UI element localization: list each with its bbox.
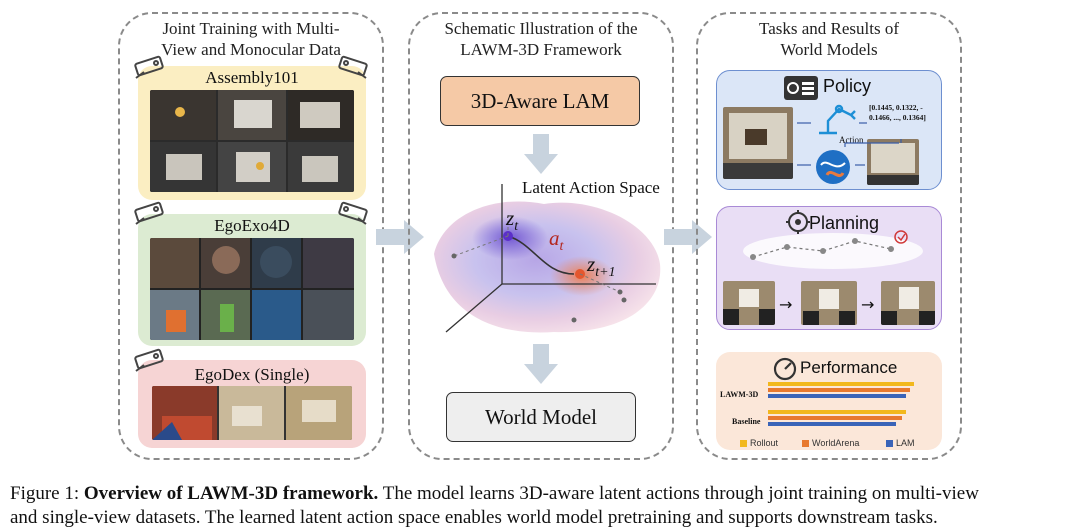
- middle-panel-title: Schematic Illustration of the LAWM-3D Fr…: [444, 19, 638, 59]
- planning-step-image: [881, 281, 935, 325]
- multi-view-camera-icon: [132, 198, 168, 233]
- policy-observation-image: [723, 107, 793, 179]
- left-panel-title: Joint Training with Multi- View and Mono…: [161, 19, 341, 59]
- action-label: Action: [839, 135, 864, 145]
- down-arrow-icon: [524, 134, 558, 179]
- bar-lawm-worldarena: [768, 388, 910, 392]
- legend-label: WorldArena: [812, 438, 860, 448]
- planning-icon: [785, 209, 811, 240]
- flow-arrow-right: [376, 220, 426, 259]
- action-vector-text: [0.1445, 0.1322, - 0.1466, ..., 0.1364]: [869, 103, 926, 122]
- planning-step-image: [801, 281, 857, 325]
- planning-step-image: [723, 281, 775, 325]
- bar-baseline-worldarena: [768, 416, 902, 420]
- world-brain-icon: [813, 147, 853, 192]
- dataset-label: EgoExo4D: [214, 216, 290, 235]
- bar-baseline-rollout: [768, 410, 906, 414]
- policy-next-frame-image: [867, 139, 919, 185]
- policy-icon: [783, 75, 819, 106]
- bar-lawm-lam: [768, 394, 906, 398]
- bar-baseline-lam: [768, 422, 896, 426]
- performance-bar-chart: [768, 382, 914, 426]
- policy-flow-arrows: [797, 122, 902, 166]
- assembly-image-grid: [150, 90, 354, 192]
- legend-label: LAM: [896, 438, 915, 448]
- perf-row-label: Baseline: [732, 417, 761, 426]
- arrow-right-icon: →: [861, 295, 875, 314]
- planning-title: Planning: [809, 213, 880, 233]
- bar-lawm-rollout: [768, 382, 914, 386]
- latent-space-label: Latent Action Space: [522, 178, 660, 197]
- robot-arm-icon: [813, 99, 857, 140]
- dataset-card-assembly101: Assembly101: [138, 66, 366, 200]
- single-view-camera-icon: [132, 345, 168, 380]
- down-arrow-icon: [524, 344, 558, 389]
- dataset-card-egoexo4d: EgoExo4D: [138, 214, 366, 346]
- planning-path-illustration: [741, 229, 925, 273]
- right-panel-title: Tasks and Results of World Models: [759, 19, 899, 59]
- z-t1-label: zt+1: [587, 252, 616, 281]
- dataset-label: EgoDex (Single): [194, 365, 310, 384]
- flow-arrow-right: [664, 220, 714, 259]
- multi-view-camera-icon: [132, 52, 168, 87]
- policy-card: Policy [0.1445, 0.1322, - 0.1466, ..., 0…: [716, 70, 942, 190]
- figure-caption-line2: and single-view datasets. The learned la…: [10, 507, 938, 528]
- a-t-label: at: [549, 226, 564, 255]
- world-model-box: World Model: [446, 392, 636, 442]
- lam-box: 3D-Aware LAM: [440, 76, 640, 126]
- performance-card: Performance LAWM-3D Baseline Rollout Wor…: [716, 352, 942, 450]
- arrow-right-icon: →: [779, 295, 793, 314]
- multi-view-camera-icon: [334, 52, 370, 87]
- legend-label: Rollout: [750, 438, 779, 448]
- perf-row-label: LAWM-3D: [720, 390, 759, 399]
- multi-view-camera-icon: [334, 198, 370, 233]
- policy-title: Policy: [823, 76, 872, 96]
- planning-card: Planning → →: [716, 206, 942, 330]
- dataset-card-egodex: EgoDex (Single): [138, 360, 366, 448]
- dataset-label: Assembly101: [205, 68, 299, 87]
- legend-swatch: [886, 440, 893, 447]
- egoexo-image-grid: [150, 238, 354, 340]
- latent-action-space-illustration: [424, 174, 668, 344]
- z-t-label: zt: [506, 206, 519, 235]
- egodex-image-strip: [152, 386, 352, 440]
- right-panel: [696, 12, 962, 460]
- gauge-icon: [772, 356, 798, 387]
- figure-caption-line1: Figure 1: Overview of LAWM-3D framework.…: [10, 483, 979, 504]
- legend-swatch: [802, 440, 809, 447]
- performance-title: Performance: [800, 358, 898, 377]
- legend-swatch: [740, 440, 747, 447]
